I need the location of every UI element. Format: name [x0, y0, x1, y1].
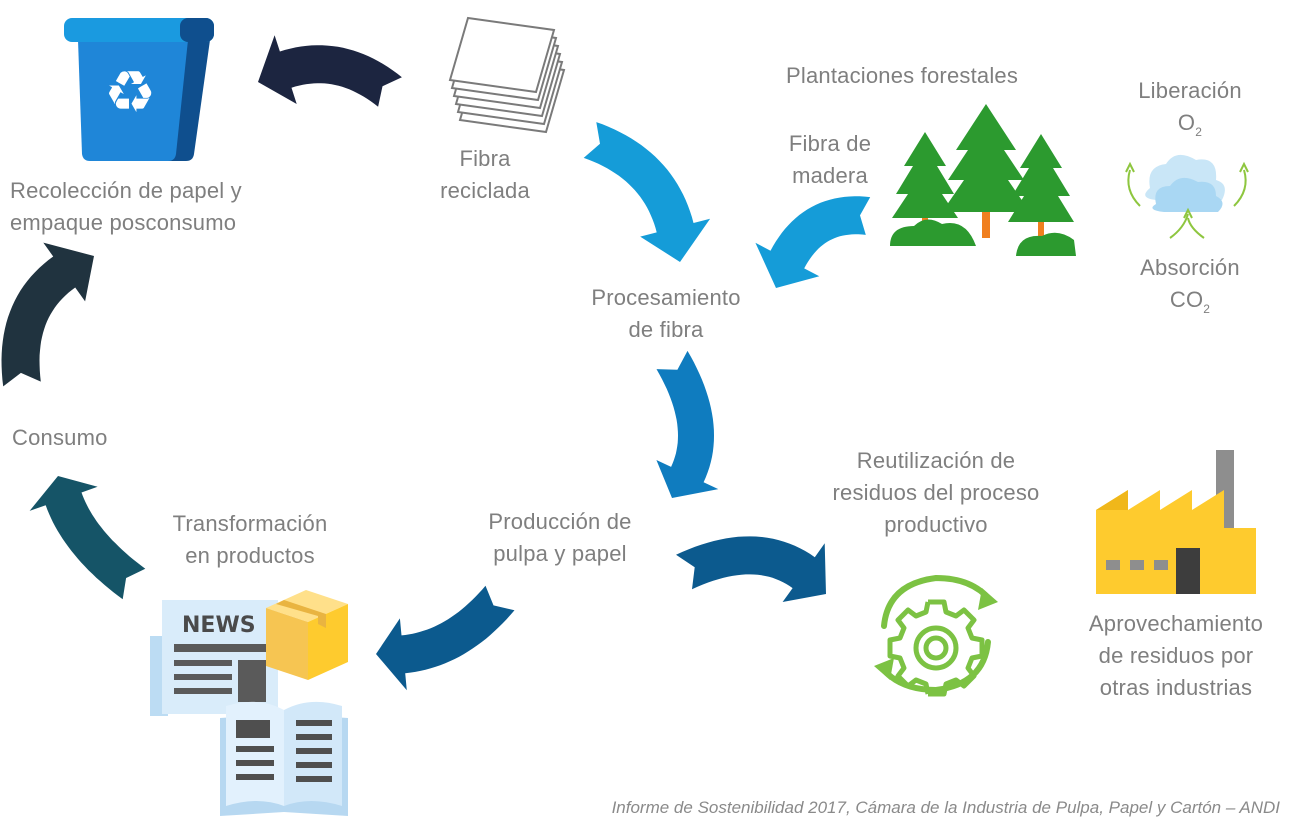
newspaper-icon: NEWS	[150, 600, 278, 716]
arrow-production-to-reuse	[676, 536, 826, 602]
arrow-production-to-transformation	[376, 585, 515, 691]
label-liberacion-o2: Liberación O2	[1138, 78, 1242, 139]
box-icon	[266, 590, 348, 680]
trees-icon	[890, 104, 1076, 256]
source-credit: Informe de Sostenibilidad 2017, Cámara d…	[611, 798, 1280, 817]
gear-recycle-icon	[874, 574, 998, 697]
label-procesamiento: Procesamiento de fibra	[591, 285, 741, 342]
arrow-recycled-to-processing	[583, 122, 711, 262]
arrow-processing-to-production	[656, 350, 719, 498]
label-transformacion: Transformación en productos	[172, 511, 328, 568]
label-recoleccion: Recolección de papel y empaque posconsum…	[10, 178, 242, 235]
recycle-bin-icon: ♻	[64, 18, 214, 161]
arrow-wood-to-processing	[755, 196, 871, 288]
label-absorcion-co2: Absorción CO2	[1140, 255, 1240, 316]
label-reutilizacion: Reutilización de residuos del proceso pr…	[832, 448, 1040, 537]
open-book-icon	[220, 701, 348, 816]
label-produccion: Producción de pulpa y papel	[488, 509, 632, 566]
label-fibra-madera: Fibra de madera	[788, 131, 872, 188]
paper-stack-icon	[448, 16, 566, 134]
label-plantaciones: Plantaciones forestales	[786, 63, 1019, 88]
newspaper-title: NEWS	[182, 613, 256, 638]
cloud-icon	[1125, 154, 1249, 239]
arrow-consumo-to-recoleccion	[1, 242, 94, 387]
label-fibra-reciclada: Fibra reciclada	[440, 146, 530, 203]
factory-icon	[1096, 450, 1256, 594]
arrow-transformation-to-consumo	[29, 476, 146, 600]
svg-text:♻: ♻	[104, 58, 156, 126]
label-consumo: Consumo	[12, 425, 108, 450]
arrow-to-recycle-bin	[258, 35, 402, 107]
label-aprovechamiento: Aprovechamiento de residuos por otras in…	[1088, 611, 1264, 700]
